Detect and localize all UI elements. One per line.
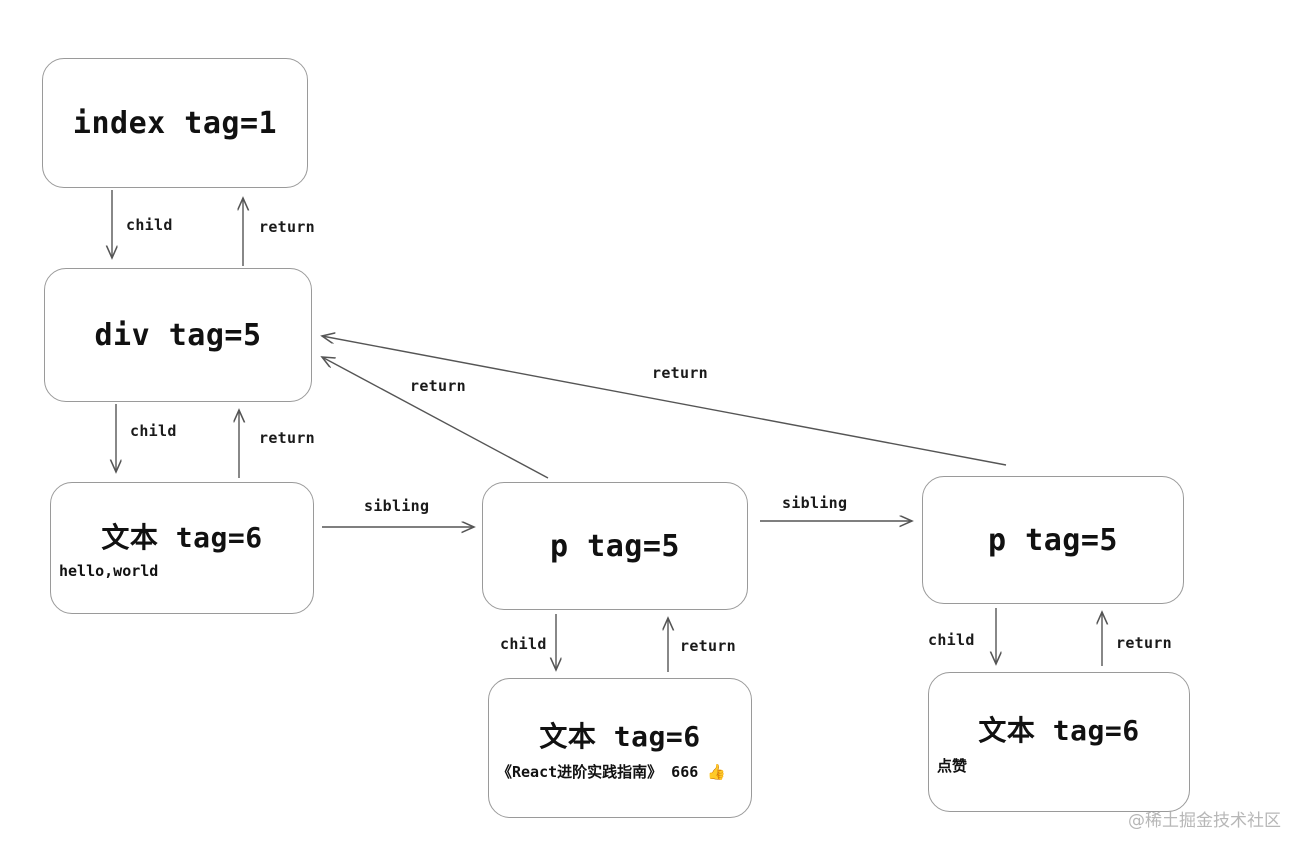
edge-label-p1-sibling-p2: sibling — [782, 494, 848, 512]
edge-label-div-child-text: child — [130, 422, 177, 440]
node-p-first[interactable]: p tag=5 — [482, 482, 748, 610]
edge-label-p1-return-div: return — [410, 377, 466, 395]
node-title: p tag=5 — [988, 522, 1118, 558]
edge-p1-return-div — [322, 357, 549, 479]
edge-label-text-like-return-p2: return — [1116, 634, 1172, 652]
node-text-react[interactable]: 文本 tag=6 《React进阶实践指南》 666 👍 — [488, 678, 752, 818]
edge-p2-return-div — [322, 336, 1007, 466]
node-title: index tag=1 — [72, 105, 278, 141]
edge-label-p1-child-text: child — [500, 635, 547, 653]
node-index[interactable]: index tag=1 — [42, 58, 308, 188]
node-title: div tag=5 — [94, 317, 262, 353]
node-p-second[interactable]: p tag=5 — [922, 476, 1184, 604]
node-title: 文本 tag=6 — [539, 719, 701, 753]
node-text-hello[interactable]: 文本 tag=6 hello,world — [50, 482, 314, 614]
node-subtitle: 点赞 — [937, 756, 968, 775]
node-subtitle: 《React进阶实践指南》 666 👍 — [497, 762, 726, 781]
node-div[interactable]: div tag=5 — [44, 268, 312, 402]
edge-label-text-react-return-p1: return — [680, 637, 736, 655]
node-title: p tag=5 — [550, 528, 680, 564]
edge-label-index-child-div: child — [126, 216, 173, 234]
node-subtitle: hello,world — [59, 562, 159, 580]
edge-label-text-return-div: return — [259, 429, 315, 447]
edge-label-p2-child-text: child — [928, 631, 975, 649]
node-text-like[interactable]: 文本 tag=6 点赞 — [928, 672, 1190, 812]
edge-label-p2-return-div: return — [652, 364, 708, 382]
edge-label-text-sibling-p1: sibling — [364, 497, 430, 515]
edge-label-div-return-index: return — [259, 218, 315, 236]
node-title: 文本 tag=6 — [101, 521, 263, 554]
node-title: 文本 tag=6 — [978, 713, 1140, 747]
watermark: @稀土掘金技术社区 — [1128, 811, 1281, 831]
